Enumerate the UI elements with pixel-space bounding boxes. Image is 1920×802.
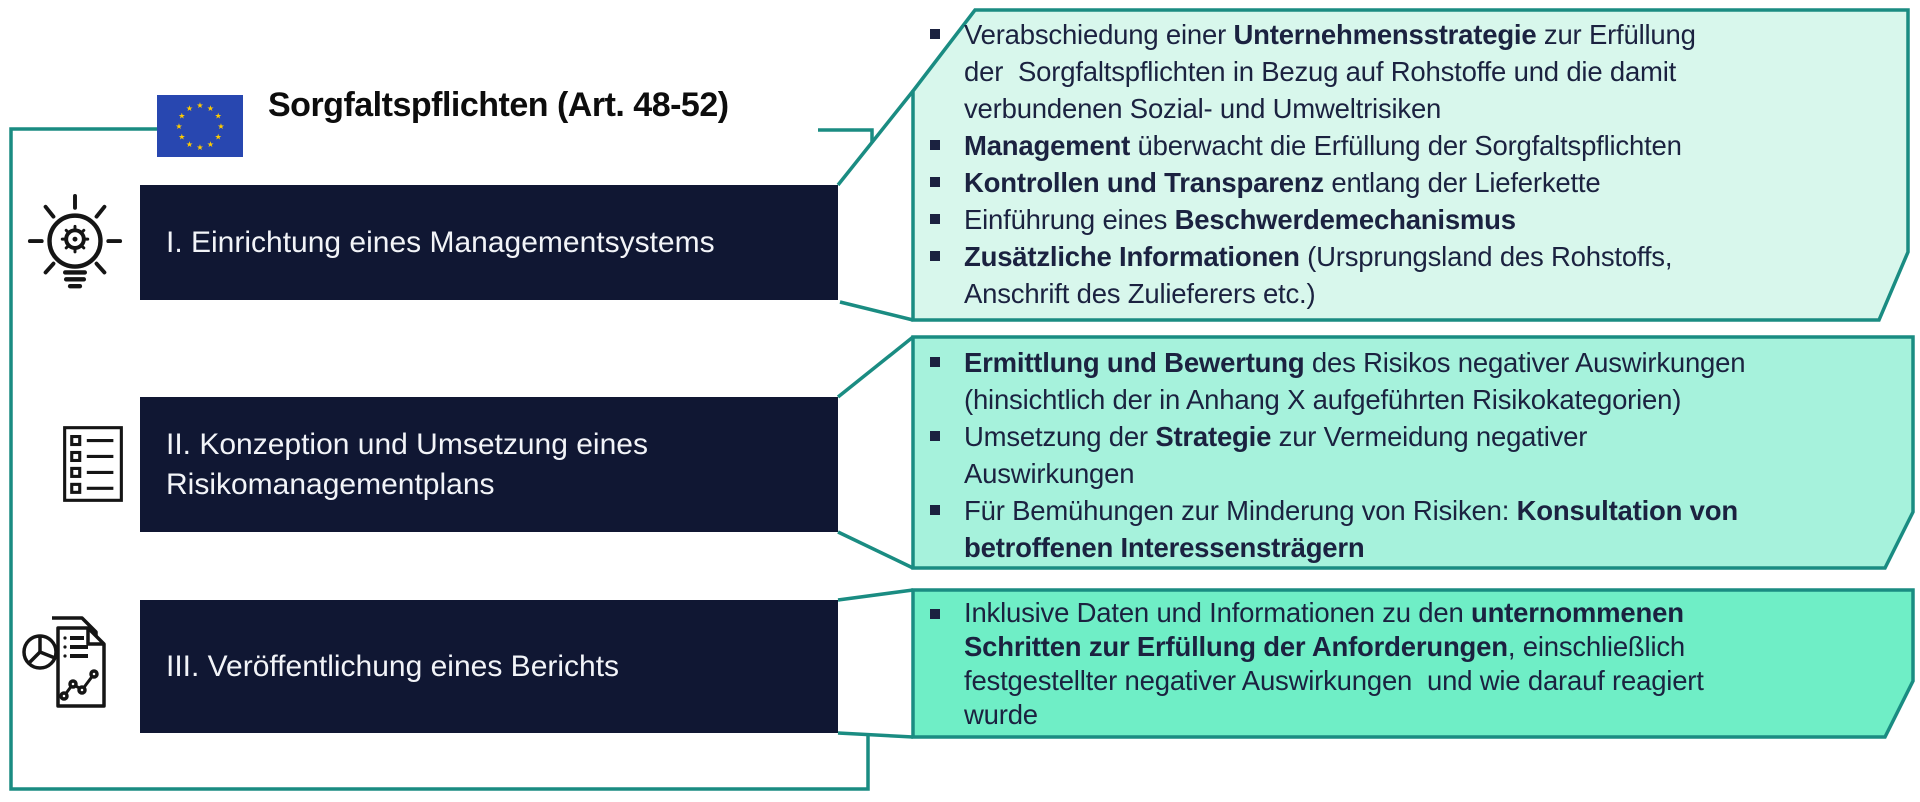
svg-text:★: ★ [175, 122, 182, 131]
bullet-item: Management überwacht die Erfüllung der S… [928, 127, 1888, 164]
svg-text:★: ★ [178, 133, 185, 142]
bullet-item: Für Bemühungen zur Minderung von Risiken… [928, 492, 1888, 566]
bullet-text: Für Bemühungen zur Minderung von Risiken… [964, 495, 1738, 563]
bullet-square-icon [930, 214, 940, 224]
bullet-item: Ermittlung und Bewertung des Risikos neg… [928, 344, 1888, 418]
lightbulb-gear-icon [26, 194, 124, 298]
callout-2-bullet-list: Ermittlung und Bewertung des Risikos neg… [928, 344, 1888, 566]
bullet-text: Umsetzung der Strategie zur Vermeidung n… [964, 421, 1588, 489]
checklist-icon [62, 424, 124, 504]
svg-text:★: ★ [207, 104, 214, 113]
bullet-text: Management überwacht die Erfüllung der S… [964, 130, 1682, 161]
callout-2-funnel-bottom-line [837, 530, 914, 570]
bullet-text: Ermittlung und Bewertung des Risikos neg… [964, 347, 1746, 415]
bullet-item: Verabschiedung einer Unternehmensstrateg… [928, 16, 1888, 127]
frame-bracket-line [9, 127, 870, 791]
callout-3-funnel-top-line [837, 588, 914, 602]
callout-2-funnel-top-line [836, 335, 915, 399]
callout-box-3 [911, 588, 1915, 739]
svg-text:★: ★ [217, 122, 224, 131]
callout-1-bullet-list: Verabschiedung einer Unternehmensstrateg… [928, 16, 1888, 312]
step-2-label: II. Konzeption und Umsetzung eines Risik… [166, 427, 648, 501]
bullet-item: Zusätzliche Informationen (Ursprungsland… [928, 238, 1888, 312]
callout-box-2 [911, 335, 1915, 570]
bullet-square-icon [930, 29, 940, 39]
eu-flag-stars: ★★ ★★ ★★ ★★ ★★ ★★ [175, 101, 224, 152]
bullet-square-icon [930, 505, 940, 515]
svg-text:★: ★ [196, 143, 203, 152]
title-connector-line [818, 128, 874, 143]
svg-text:★: ★ [186, 104, 193, 113]
callout-3-funnel-bottom-line [837, 731, 914, 739]
svg-text:★: ★ [215, 112, 222, 121]
bullet-square-icon [930, 431, 940, 441]
bullet-item: Kontrollen und Transparenz entlang der L… [928, 164, 1888, 201]
step-box-2: II. Konzeption und Umsetzung eines Risik… [140, 397, 838, 532]
callout-1-funnel-bottom-line [839, 300, 914, 322]
report-chart-icon [22, 612, 118, 712]
bullet-square-icon [930, 251, 940, 261]
bullet-square-icon [930, 609, 940, 619]
bullet-text: Verabschiedung einer Unternehmensstrateg… [964, 19, 1696, 124]
bullet-square-icon [930, 140, 940, 150]
svg-text:★: ★ [215, 133, 222, 142]
bullet-text: Einführung eines Beschwerdemechanismus [964, 204, 1516, 235]
step-1-label: I. Einrichtung eines Managementsystems [166, 225, 715, 259]
bullet-text: Inklusive Daten und Informationen zu den… [964, 597, 1704, 730]
svg-text:★: ★ [196, 101, 203, 110]
bullet-text: Zusätzliche Informationen (Ursprungsland… [964, 241, 1673, 309]
eu-flag-icon: ★★ ★★ ★★ ★★ ★★ ★★ [157, 95, 243, 157]
svg-text:★: ★ [186, 140, 193, 149]
bullet-text: Kontrollen und Transparenz entlang der L… [964, 167, 1601, 198]
svg-text:★: ★ [178, 112, 185, 121]
step-box-3: III. Veröffentlichung eines Berichts [140, 600, 838, 733]
bullet-square-icon [930, 177, 940, 187]
svg-text:★: ★ [207, 140, 214, 149]
bullet-item: Einführung eines Beschwerdemechanismus [928, 201, 1888, 238]
page-title: Sorgfaltspflichten (Art. 48-52) [268, 86, 729, 124]
step-3-label: III. Veröffentlichung eines Berichts [166, 649, 620, 683]
bullet-item: Umsetzung der Strategie zur Vermeidung n… [928, 418, 1888, 492]
callout-3-bullet-list: Inklusive Daten und Informationen zu den… [928, 596, 1888, 732]
step-box-1: I. Einrichtung eines Managementsystems [140, 185, 838, 300]
callout-1-funnel-top-line [836, 89, 915, 187]
bullet-square-icon [930, 357, 940, 367]
bullet-item: Inklusive Daten und Informationen zu den… [928, 596, 1888, 732]
